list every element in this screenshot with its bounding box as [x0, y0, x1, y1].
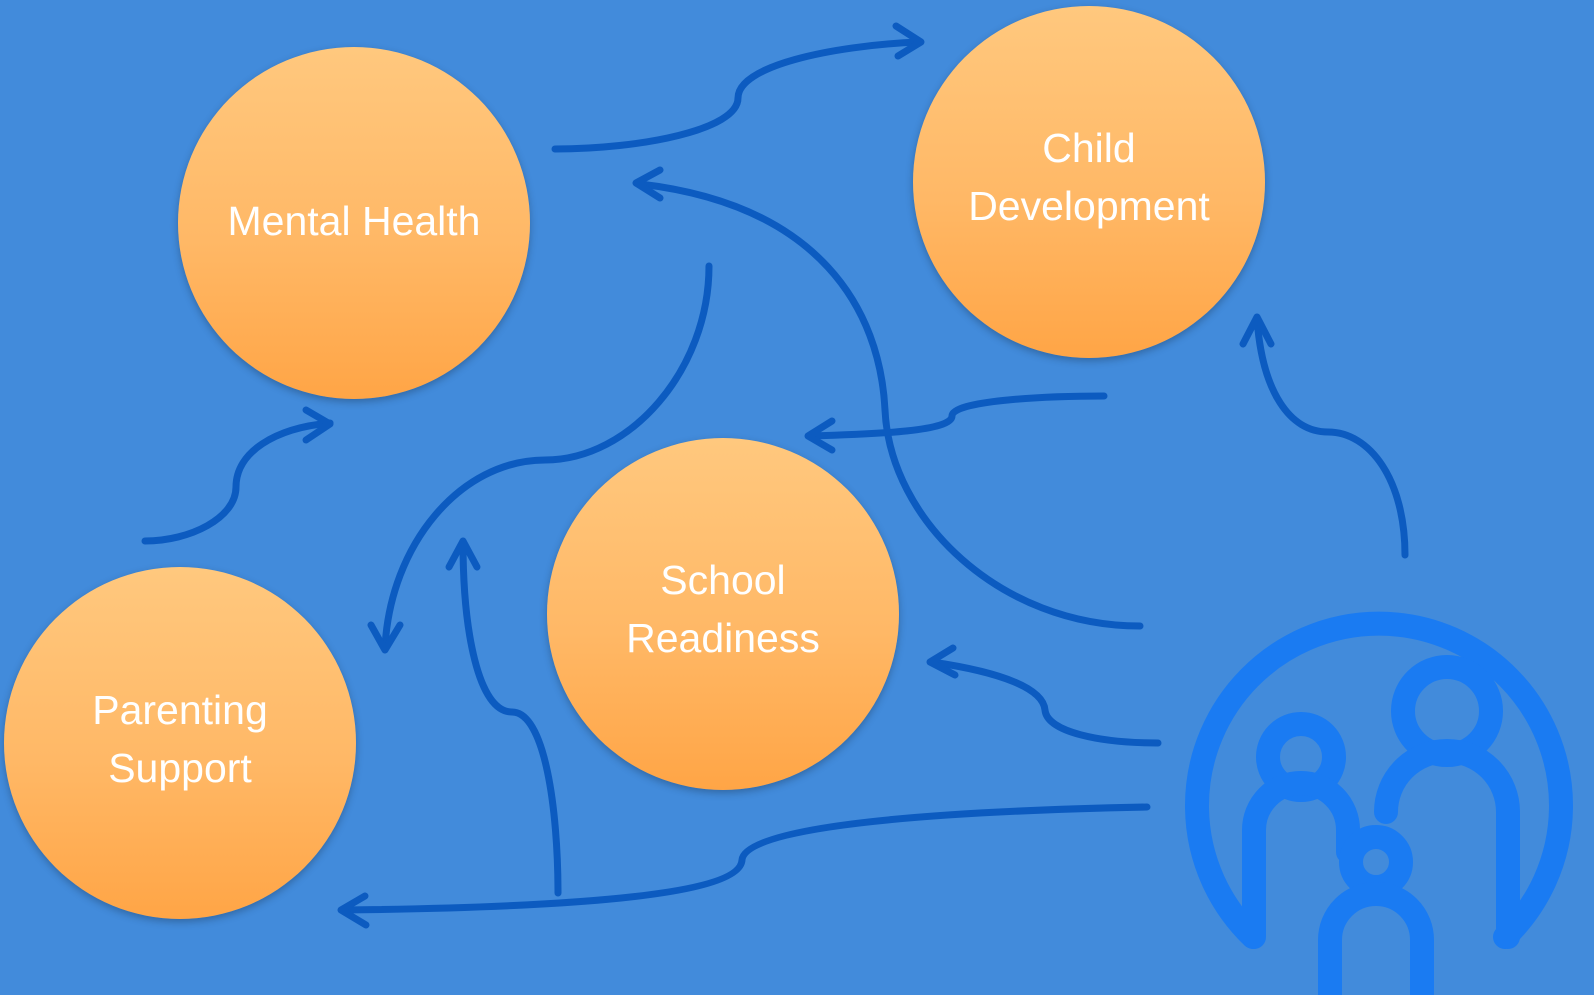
node-school-readiness-label: School Readiness [626, 557, 820, 661]
node-school-readiness: School Readiness [547, 438, 899, 790]
arrow-parenting-to-mental [141, 406, 334, 545]
node-parenting-support-label: Parenting Support [92, 687, 268, 791]
family-icon [1185, 611, 1573, 995]
node-parenting-support: Parenting Support [4, 567, 356, 919]
arrow-school-to-mental [632, 166, 1144, 630]
node-child-development: Child Development [913, 6, 1265, 358]
arrow-child-to-school [804, 392, 1108, 454]
arrow-family-to-child [1239, 313, 1409, 559]
node-child-development-label: Child Development [968, 125, 1210, 229]
arrow-up-to-mental-region [445, 537, 562, 897]
arrow-family-to-parenting [337, 803, 1151, 929]
node-mental-health: Mental Health [178, 47, 530, 399]
arrow-mental-to-parenting [367, 262, 713, 654]
node-mental-health-label: Mental Health [227, 198, 481, 244]
arrow-family-to-school [926, 644, 1162, 747]
arrow-mental-to-child [551, 22, 925, 153]
